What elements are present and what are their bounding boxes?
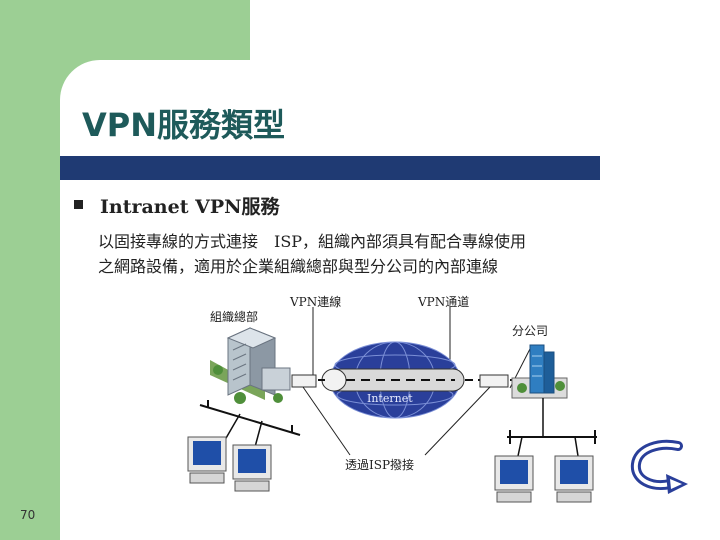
page-number: 70 (20, 508, 36, 522)
branch-router-icon (479, 374, 509, 388)
office-building-icon (210, 327, 291, 404)
branch-label: 分公司 (512, 324, 549, 338)
title-underline-bar (60, 156, 600, 180)
vpn-tunnel (255, 368, 520, 392)
vpn-tunnel-label: VPN通道 (418, 295, 470, 309)
computer-icon (554, 455, 594, 503)
vpn-link-label: VPN連線 (290, 295, 342, 309)
content-panel (60, 60, 720, 540)
hq-router-icon (291, 374, 317, 388)
description-line-2: 之網路設備，適用於企業組織總部與型分公司的內部連線 (98, 257, 499, 276)
description-line-1: 以固接專線的方式連接 ISP，組織內部須具有配合專線使用 (98, 232, 527, 251)
branch-lan (507, 398, 597, 457)
bullet-square-icon (74, 200, 83, 209)
isp-line-left (302, 386, 351, 456)
isp-line-right (424, 386, 491, 456)
internet-label: Internet (367, 392, 413, 405)
hq-label: 組織總部 (210, 310, 259, 324)
slide-title: VPN服務類型 (82, 106, 286, 144)
computer-icon (232, 444, 272, 492)
return-arrow-icon[interactable] (630, 439, 688, 494)
isp-label: 透過ISP撥接 (345, 458, 415, 472)
computer-icon (494, 455, 534, 503)
branch-building-icon (511, 344, 568, 399)
computer-icon (187, 436, 227, 484)
bullet-heading: Intranet VPN服務 (100, 196, 280, 218)
